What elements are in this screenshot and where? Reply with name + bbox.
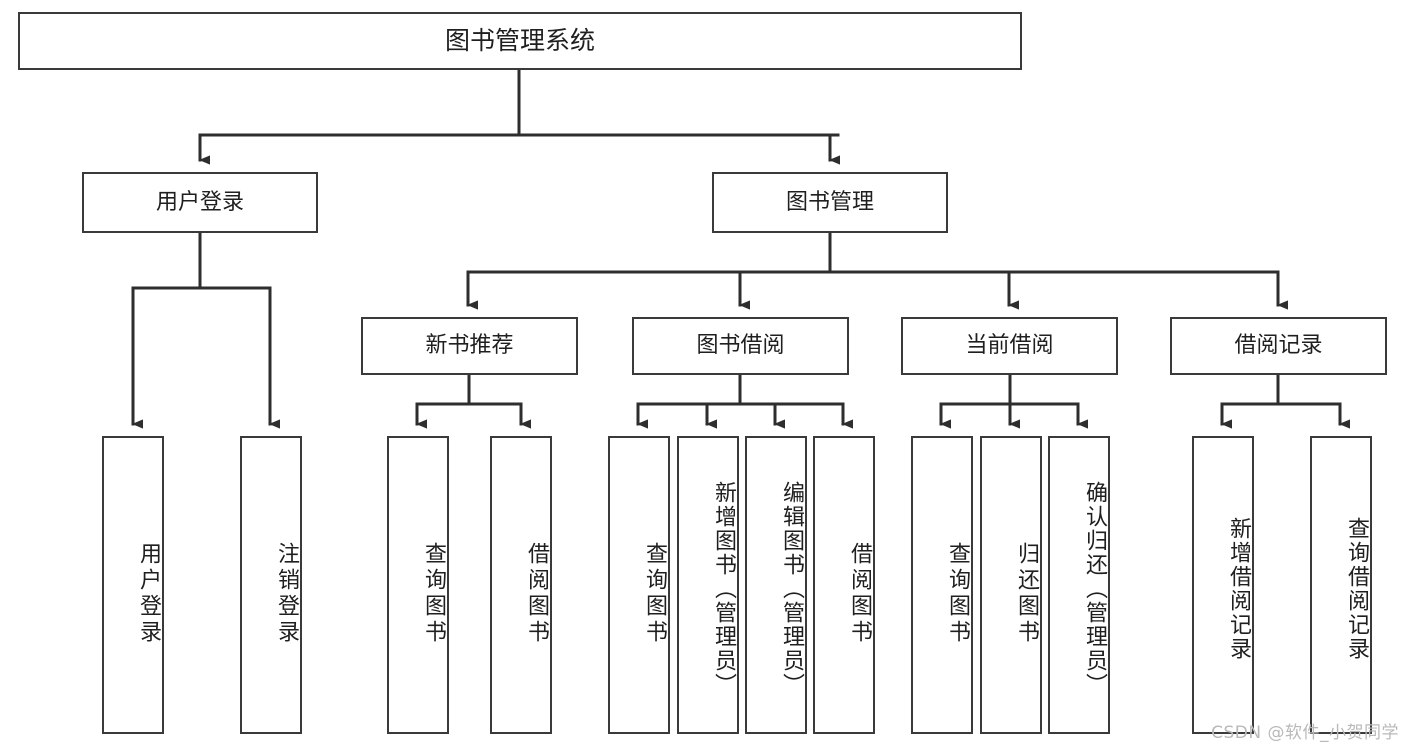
node-label: 查询图书 (642, 542, 667, 646)
node-label: 新书推荐 (425, 333, 514, 359)
node-borrow-record[interactable]: 借阅记录 (1170, 317, 1387, 375)
leaf-borrow-book[interactable]: 借阅图书 (813, 436, 875, 734)
node-book-management[interactable]: 图书管理 (712, 172, 948, 233)
node-label: 用户登录 (155, 189, 244, 215)
node-label: 新增借阅记录 (1226, 517, 1251, 661)
node-label: 借阅图书 (524, 542, 549, 646)
node-label: 归还图书 (1014, 542, 1039, 646)
node-label: 用户登录 (136, 542, 161, 646)
node-label: 借阅图书 (847, 542, 872, 646)
leaf-query-book-recommend[interactable]: 查询图书 (387, 436, 449, 734)
csdn-watermark: CSDN @软件_小贺同学 (1211, 723, 1399, 743)
node-label: 借阅记录 (1234, 333, 1323, 359)
leaf-query-borrow-record[interactable]: 查询借阅记录 (1310, 436, 1372, 734)
leaf-edit-book-admin[interactable]: 编辑图书（管理员） (745, 436, 807, 734)
node-label: 编辑图书（管理员） (779, 481, 804, 697)
node-user-login[interactable]: 用户登录 (82, 172, 318, 233)
leaf-return-book[interactable]: 归还图书 (980, 436, 1042, 734)
node-new-book-recommend[interactable]: 新书推荐 (361, 317, 578, 375)
node-label: 图书管理系统 (444, 26, 595, 56)
node-label: 当前借阅 (965, 333, 1054, 359)
node-current-borrow[interactable]: 当前借阅 (901, 317, 1118, 375)
node-label: 查询图书 (421, 542, 446, 646)
leaf-add-book-admin[interactable]: 新增图书（管理员） (677, 436, 739, 734)
leaf-query-book-current[interactable]: 查询图书 (911, 436, 973, 734)
node-label: 查询借阅记录 (1344, 517, 1369, 661)
leaf-confirm-return-admin[interactable]: 确认归还（管理员） (1048, 436, 1110, 734)
leaf-add-borrow-record[interactable]: 新增借阅记录 (1192, 436, 1254, 734)
node-label: 新增图书（管理员） (711, 481, 736, 697)
node-label: 查询图书 (945, 542, 970, 646)
node-root-system[interactable]: 图书管理系统 (18, 12, 1022, 70)
node-book-borrow[interactable]: 图书借阅 (632, 317, 849, 375)
leaf-query-book-borrow[interactable]: 查询图书 (608, 436, 670, 734)
node-label: 图书管理 (785, 189, 874, 215)
leaf-user-login[interactable]: 用户登录 (102, 436, 164, 734)
node-label: 确认归还（管理员） (1082, 481, 1107, 697)
leaf-borrow-book-recommend[interactable]: 借阅图书 (490, 436, 552, 734)
node-label: 注销登录 (274, 542, 299, 646)
node-label: 图书借阅 (696, 333, 785, 359)
leaf-user-logout[interactable]: 注销登录 (240, 436, 302, 734)
